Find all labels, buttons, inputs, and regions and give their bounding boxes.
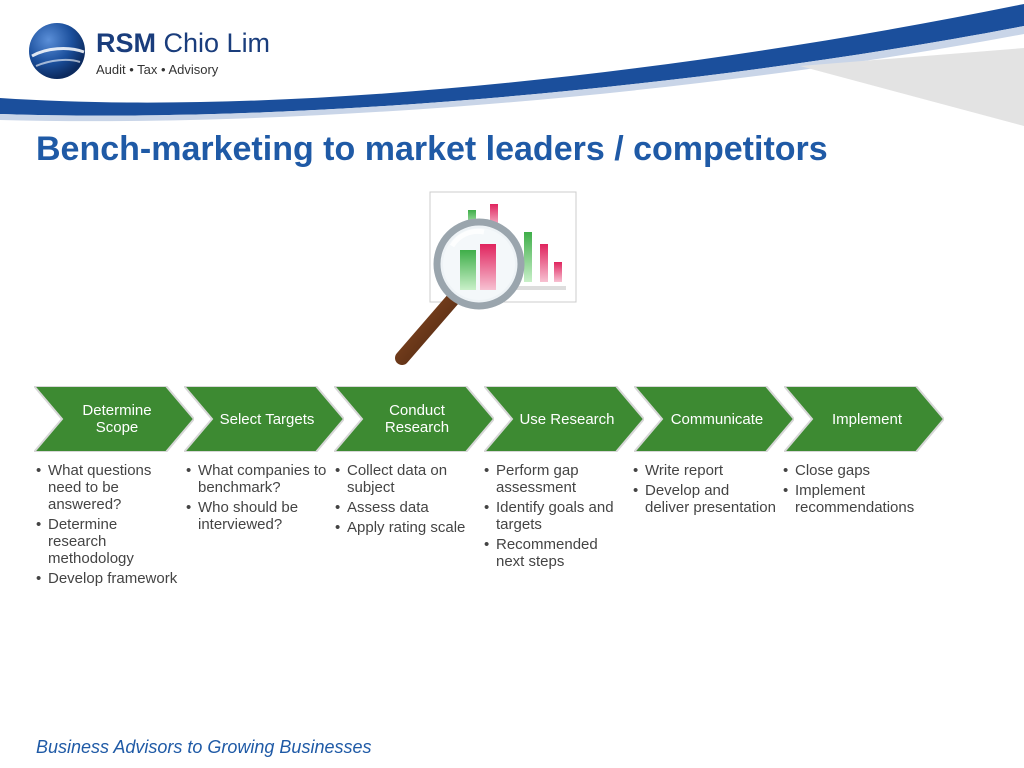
slide-title: Bench-marketing to market leaders / comp…: [36, 130, 828, 168]
bullet-item: Recommended next steps: [483, 536, 627, 570]
footer-tagline: Business Advisors to Growing Businesses: [36, 737, 372, 757]
bullet-item: Close gaps: [782, 462, 926, 479]
header-swoosh: [0, 4, 1024, 126]
bullets-conduct-research: Collect data on subject Assess data Appl…: [334, 462, 478, 539]
step-determine-scope: Determine Scope: [34, 386, 194, 452]
step-implement: Implement: [784, 386, 944, 452]
step-select-targets: Select Targets: [184, 386, 344, 452]
step-label: Select Targets: [219, 410, 315, 428]
company-logo: RSM Chio Lim Audit • Tax • Advisory: [28, 22, 271, 86]
bullet-item: Perform gap assessment: [483, 462, 627, 496]
bullet-item: Apply rating scale: [334, 519, 478, 536]
brand-tagline: Audit • Tax • Advisory: [96, 62, 219, 77]
step-use-research: Use Research: [484, 386, 644, 452]
bullet-item: Develop framework: [35, 570, 179, 587]
step-label: Use Research: [519, 410, 615, 428]
process-flow: Determine Scope Select Targets Conduct R…: [0, 380, 1024, 460]
bullets-select-targets: What companies to benchmark? Who should …: [185, 462, 329, 536]
globe-icon: [29, 23, 85, 79]
bullet-item: What companies to benchmark?: [185, 462, 329, 496]
step-communicate: Communicate: [634, 386, 794, 452]
brand-name: RSM Chio Lim: [96, 28, 271, 58]
bullet-item: Write report: [632, 462, 776, 479]
bullet-item: Collect data on subject: [334, 462, 478, 496]
bullets-determine-scope: What questions need to be answered? Dete…: [35, 462, 179, 590]
bullets-implement: Close gaps Implement recommendations: [782, 462, 926, 519]
bullets-communicate: Write report Develop and deliver present…: [632, 462, 776, 519]
bullet-item: Implement recommendations: [782, 482, 926, 516]
bullet-item: Develop and deliver presentation: [632, 482, 776, 516]
bullet-item: Identify goals and targets: [483, 499, 627, 533]
step-label: Implement: [831, 410, 903, 428]
magnifier-chart-icon: [395, 191, 577, 365]
bullet-item: What questions need to be answered?: [35, 462, 179, 513]
bullet-item: Assess data: [334, 499, 478, 516]
step-label: Conduct Research: [384, 402, 450, 436]
step-conduct-research: Conduct Research: [334, 386, 494, 452]
bullets-use-research: Perform gap assessment Identify goals an…: [483, 462, 627, 573]
step-label: Communicate: [670, 410, 764, 428]
bullet-item: Who should be interviewed?: [185, 499, 329, 533]
bullet-item: Determine research methodology: [35, 516, 179, 567]
step-label: Determine Scope: [82, 402, 152, 436]
